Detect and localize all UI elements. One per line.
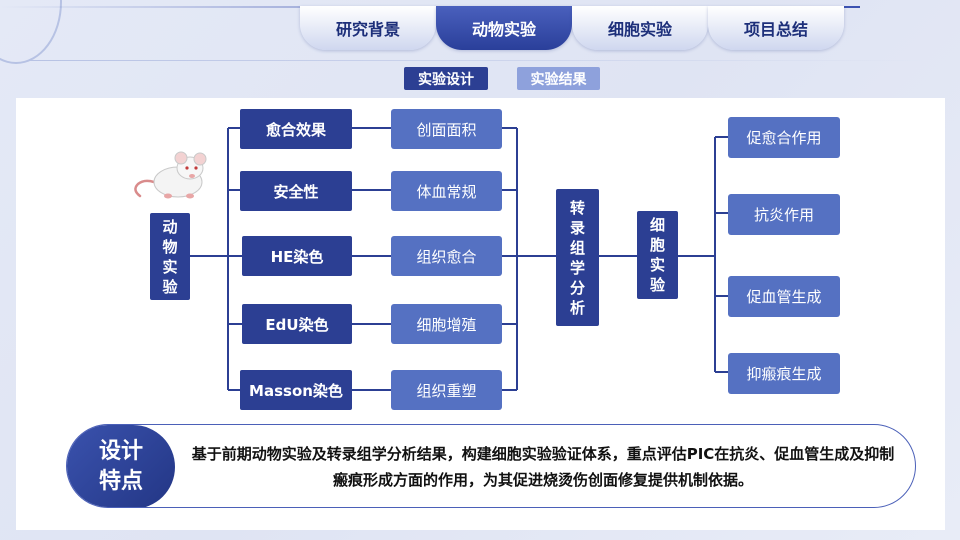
- outcome-anti-inflammation: 抗炎作用: [728, 194, 840, 235]
- indicator-masson-staining: Masson染色: [240, 370, 352, 410]
- feature-title-line2: 特点: [98, 469, 143, 494]
- vertical-char: 组: [569, 238, 585, 257]
- analysis-label: 转录组学分析: [570, 198, 585, 318]
- measure-cell-proliferation: 细胞增殖: [391, 304, 502, 344]
- indicator-healing-effect: 愈合效果: [240, 109, 352, 149]
- indicator-safety: 安全性: [240, 171, 352, 211]
- tab-animal-experiment[interactable]: 动物实验: [436, 6, 572, 50]
- transcriptomics-analysis: 转录组学分析: [556, 189, 599, 326]
- vertical-char: 实: [649, 256, 665, 274]
- vertical-char: 分: [569, 278, 585, 297]
- measure-wound-area: 创面面积: [391, 109, 502, 149]
- design-feature-title: 设计 特点: [67, 425, 175, 507]
- vertical-char: 验: [649, 276, 665, 294]
- measure-tissue-healing: 组织愈合: [391, 236, 502, 276]
- measure-tissue-remodeling: 组织重塑: [391, 370, 502, 410]
- decorative-line: [28, 60, 928, 61]
- vertical-char: 实: [162, 257, 178, 276]
- rat-icon: [134, 151, 207, 199]
- indicator-he-staining: HE染色: [242, 236, 352, 276]
- vertical-char: 物: [162, 237, 178, 256]
- vertical-char: 录: [569, 218, 585, 237]
- vertical-char: 胞: [649, 236, 665, 254]
- vertical-char: 验: [162, 277, 178, 296]
- measure-blood-routine: 体血常规: [391, 171, 502, 211]
- tab-cell-experiment[interactable]: 细胞实验: [572, 6, 708, 50]
- subtab-experiment-result[interactable]: 实验结果: [517, 67, 600, 90]
- vertical-char: 动: [162, 217, 178, 236]
- vertical-char: 析: [569, 298, 585, 317]
- outcome-anti-scar: 抑瘢痕生成: [728, 353, 840, 394]
- root-animal-experiment: 动物实验: [150, 213, 190, 300]
- feature-title-line1: 设计: [98, 439, 143, 464]
- outcome-promote-healing: 促愈合作用: [728, 117, 840, 158]
- subtab-experiment-design[interactable]: 实验设计: [404, 67, 488, 90]
- cell-experiment: 细胞实验: [637, 211, 678, 299]
- cell-label: 细胞实验: [650, 215, 665, 295]
- vertical-char: 学: [569, 258, 585, 277]
- vertical-char: 细: [649, 216, 665, 234]
- design-feature-text: 基于前期动物实验及转录组学分析结果，构建细胞实验验证体系，重点评估PIC在抗炎、…: [191, 445, 895, 489]
- indicator-edu-staining: EdU染色: [242, 304, 352, 344]
- tab-research-background[interactable]: 研究背景: [300, 6, 436, 50]
- nav-tabs: 研究背景 动物实验 细胞实验 项目总结: [300, 6, 870, 52]
- root-label: 动物实验: [162, 217, 177, 297]
- outcome-angiogenesis: 促血管生成: [728, 276, 840, 317]
- vertical-char: 转: [569, 198, 585, 217]
- design-feature-box: 设计 特点 基于前期动物实验及转录组学分析结果，构建细胞实验验证体系，重点评估P…: [66, 424, 916, 508]
- tab-project-summary[interactable]: 项目总结: [708, 6, 844, 50]
